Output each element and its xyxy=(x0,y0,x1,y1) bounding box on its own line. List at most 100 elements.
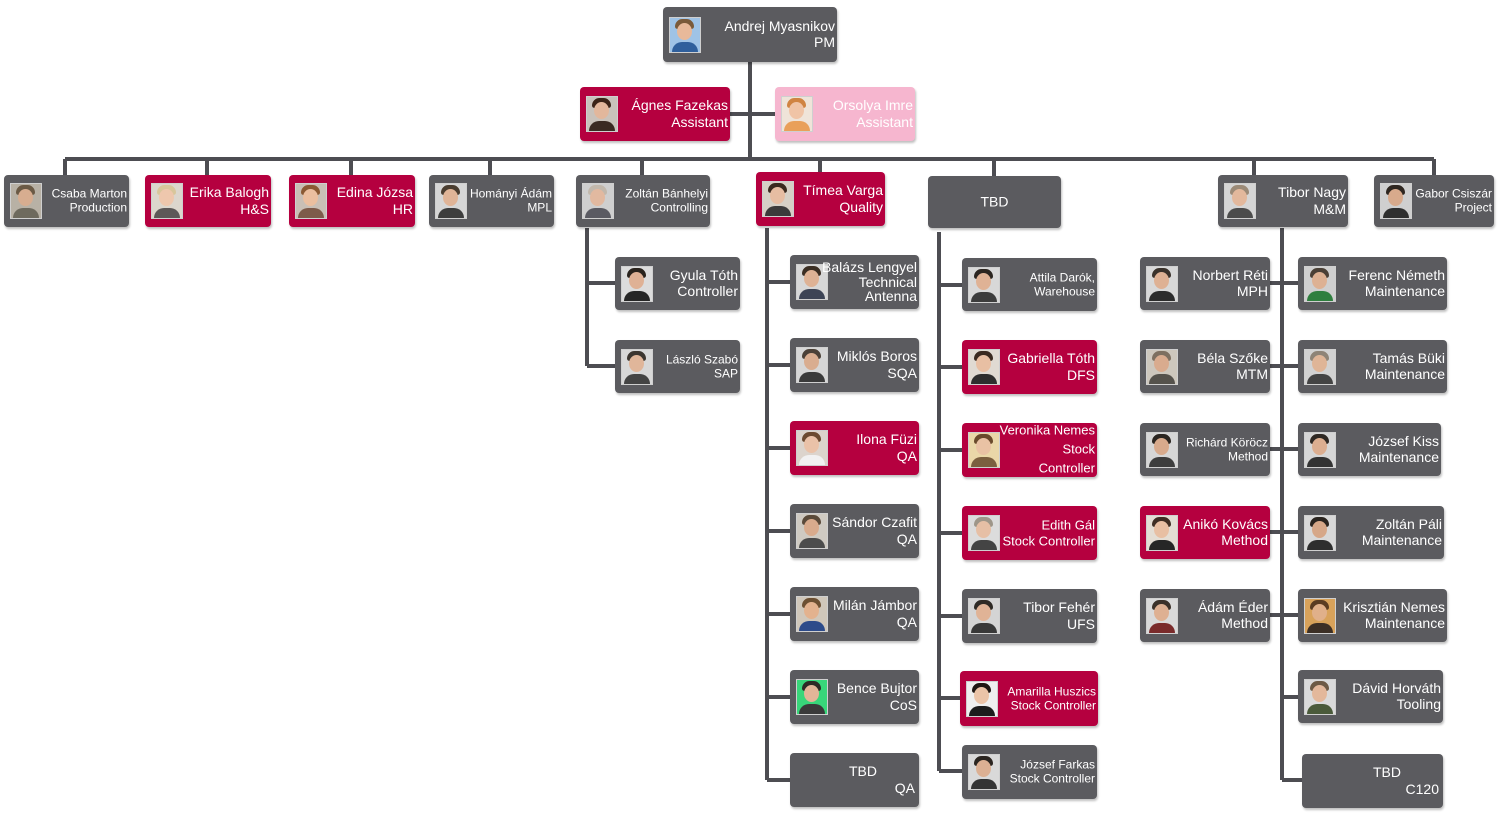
avatar xyxy=(1146,514,1178,551)
person-name: Amarilla Huszics xyxy=(1007,684,1096,699)
person-role: UFS xyxy=(1067,616,1095,632)
person-name: Dávid Horváth xyxy=(1352,679,1441,696)
person-role: Maintenance xyxy=(1364,615,1445,632)
person-name: Csaba Marton xyxy=(51,186,127,201)
person-name: Attila Darók, xyxy=(1029,270,1095,285)
person-role: DFS xyxy=(1067,367,1095,383)
avatar xyxy=(586,96,618,132)
person-role-secondary: Antenna xyxy=(864,288,917,305)
avatar xyxy=(968,754,1000,790)
department-card-tbd[interactable]: TBD xyxy=(928,176,1061,228)
person-role: Maintenance xyxy=(1361,532,1442,549)
person-name: Sándor Czafit xyxy=(832,514,917,531)
avatar xyxy=(1146,597,1178,634)
avatar xyxy=(1304,431,1336,468)
avatar xyxy=(966,680,998,717)
person-name: Erika Balogh xyxy=(189,184,269,201)
team-member-card[interactable]: Attila Darók,Warehouse xyxy=(962,258,1097,311)
avatar xyxy=(796,264,828,300)
person-role: Stock xyxy=(1062,441,1095,457)
person-role: Maintenance xyxy=(1364,366,1445,383)
person-name: Zoltán Páli xyxy=(1375,515,1442,532)
person-name: Krisztián Nemes xyxy=(1343,598,1445,615)
person-role: Stock Controller xyxy=(1010,698,1096,713)
person-role: QA xyxy=(896,531,917,547)
person-name: Tamás Büki xyxy=(1372,349,1445,366)
person-name: Miklós Boros xyxy=(836,348,917,365)
person-name: Orsolya Imre xyxy=(832,97,913,114)
avatar xyxy=(1146,348,1178,385)
person-role: HR xyxy=(392,201,413,217)
person-name: Norbert Réti xyxy=(1192,266,1268,283)
person-name: Gabriella Tóth xyxy=(1007,350,1095,367)
person-name: Hományi Ádám xyxy=(469,186,552,201)
person-role: Maintenance xyxy=(1364,283,1445,300)
avatar xyxy=(582,183,614,219)
avatar xyxy=(968,515,1000,551)
person-role: Technical xyxy=(858,273,917,290)
person-name: Gyula Tóth xyxy=(669,266,738,283)
avatar xyxy=(1380,183,1412,219)
avatar xyxy=(796,430,828,466)
person-role: MTM xyxy=(1236,366,1268,383)
person-name: Andrej Myasnikov xyxy=(724,17,836,34)
avatar xyxy=(669,16,701,53)
person-role: Quality xyxy=(839,199,883,215)
person-name: Ágnes Fazekas xyxy=(631,97,729,114)
person-name: Béla Szőke xyxy=(1197,349,1268,366)
person-name: TBD xyxy=(1373,764,1401,781)
person-name: Zoltán Bánhelyi xyxy=(625,186,708,201)
avatar xyxy=(1304,678,1336,715)
person-role: SQA xyxy=(887,365,917,381)
person-role: Project xyxy=(1454,201,1492,215)
person-name: Tibor Fehér xyxy=(1023,599,1095,616)
person-role: H&S xyxy=(240,201,269,217)
avatar xyxy=(968,266,1000,303)
person-role: Tooling xyxy=(1396,696,1441,713)
avatar xyxy=(968,349,1000,385)
avatar xyxy=(435,183,467,219)
person-role: QA xyxy=(896,448,917,464)
person-name: TBD xyxy=(849,763,877,780)
person-role: Stock Controller xyxy=(1002,533,1095,548)
